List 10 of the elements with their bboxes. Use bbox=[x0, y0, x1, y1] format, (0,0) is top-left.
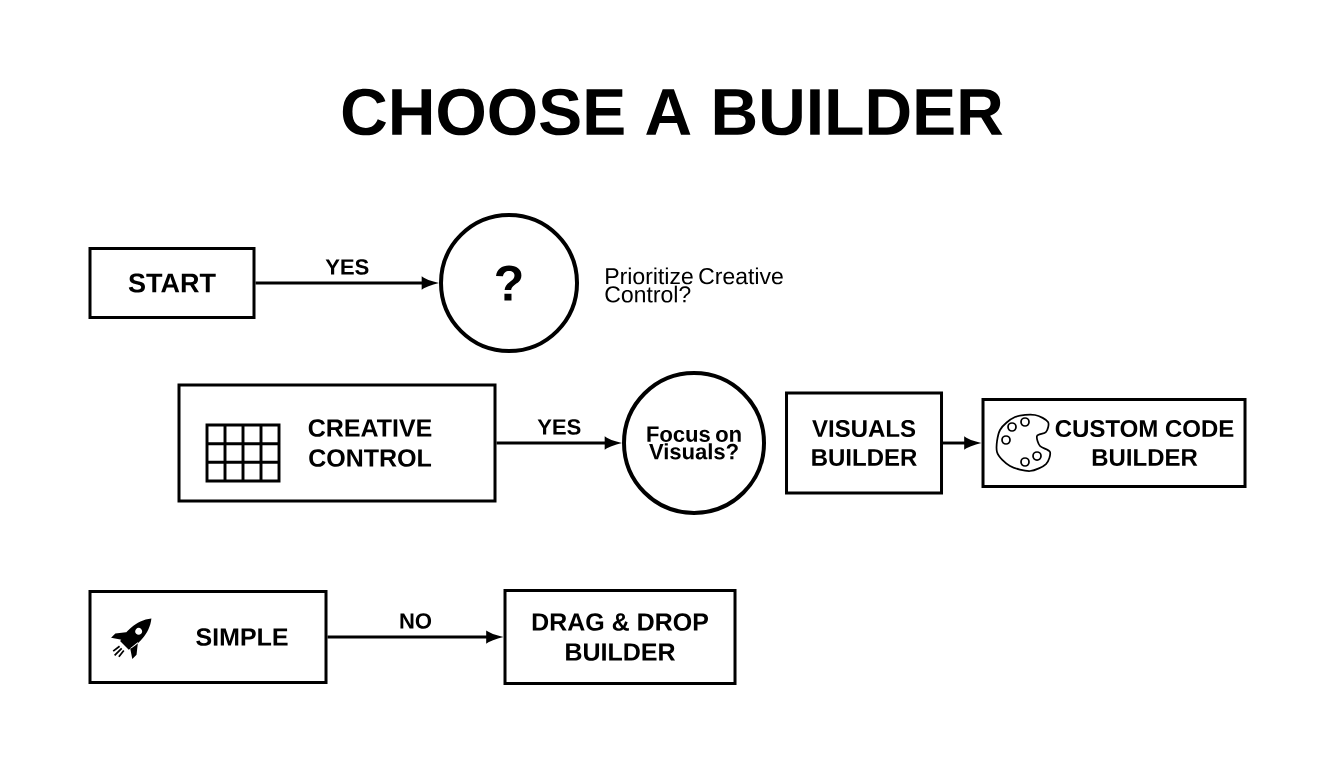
title: CHOOSE A BUILDER bbox=[342, 88, 1003, 136]
arrow bbox=[327, 631, 500, 643]
question-text: Prioritize Creative Control? bbox=[605, 267, 783, 303]
process-box: DRAG & DROP BUILDER bbox=[503, 589, 737, 685]
process-box: START bbox=[88, 247, 256, 319]
process-box: CREATIVE CONTROL bbox=[177, 383, 497, 503]
arrow bbox=[943, 437, 978, 449]
process-box: CUSTOM CODE BUILDER bbox=[981, 398, 1247, 488]
process-box: SIMPLE bbox=[88, 590, 328, 684]
process-box: VISUALS BUILDER bbox=[785, 391, 943, 495]
